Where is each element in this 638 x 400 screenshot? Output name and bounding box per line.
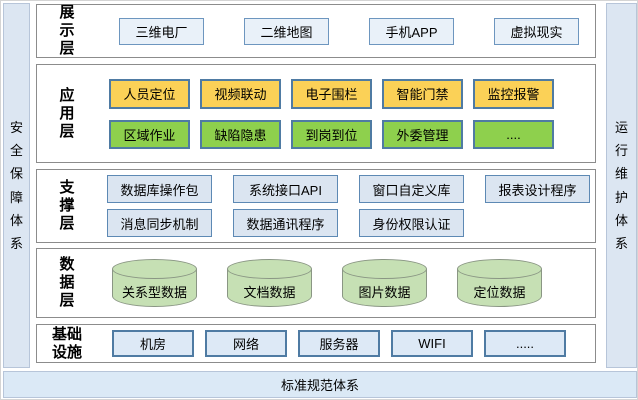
- cylinder-image-data: 图片数据: [342, 259, 427, 307]
- cylinder-top: [342, 259, 427, 279]
- box-outsourcing-mgmt: 外委管理: [382, 119, 463, 149]
- cylinder-relational-data: 关系型数据: [112, 259, 197, 307]
- layer-label-presentation: 展示层: [59, 4, 75, 57]
- box-data-comm-program: 数据通讯程序: [233, 209, 338, 237]
- box-message-sync: 消息同步机制: [107, 209, 212, 237]
- layer-support: 支撑层 数据库操作包 系统接口API 窗口自定义库 报表设计程序 消息同步机制 …: [36, 169, 596, 243]
- layer-infrastructure: 基础设施 机房 网络 服务器 WIFI .....: [36, 324, 596, 363]
- box-system-api: 系统接口API: [233, 175, 338, 203]
- layer-label-data: 数据层: [59, 256, 75, 309]
- infrastructure-row: 机房 网络 服务器 WIFI .....: [97, 330, 595, 357]
- application-row-2: 区域作业 缺陷隐患 到岗到位 外委管理 ....: [97, 119, 595, 149]
- standards-spec-label: 标准规范体系: [280, 378, 359, 393]
- box-smart-access-control: 智能门禁: [382, 78, 463, 109]
- layer-label-support: 支撑层: [59, 179, 75, 232]
- box-more-apps: ....: [473, 119, 554, 149]
- box-database-operation-pkg: 数据库操作包: [107, 175, 212, 203]
- layer-content-support: 数据库操作包 系统接口API 窗口自定义库 报表设计程序 消息同步机制 数据通讯…: [97, 170, 595, 242]
- operation-maintenance-bar: 运行维护体系: [606, 3, 637, 368]
- cylinder-top: [227, 259, 312, 279]
- box-report-designer: 报表设计程序: [485, 175, 590, 203]
- box-area-work: 区域作业: [109, 119, 190, 149]
- box-machine-room: 机房: [112, 330, 194, 357]
- data-row: 关系型数据 文档数据 图片数据 定位数据: [97, 259, 595, 307]
- support-row-2: 消息同步机制 数据通讯程序 身份权限认证: [97, 209, 595, 237]
- layer-presentation: 展示层 三维电厂 二维地图 手机APP 虚拟现实: [36, 4, 596, 58]
- box-defect-hazard: 缺陷隐患: [200, 119, 281, 149]
- layer-content-data: 关系型数据 文档数据 图片数据 定位数据: [97, 249, 595, 317]
- layer-content-infrastructure: 机房 网络 服务器 WIFI .....: [97, 325, 595, 362]
- box-on-duty-in-place: 到岗到位: [291, 119, 372, 149]
- layer-label-application: 应用层: [59, 86, 75, 140]
- box-more-infra: .....: [484, 330, 566, 357]
- cylinder-top: [457, 259, 542, 279]
- box-identity-auth: 身份权限认证: [359, 209, 464, 237]
- box-monitoring-alarm: 监控报警: [473, 78, 554, 109]
- standards-spec-bar: 标准规范体系: [3, 371, 637, 398]
- support-row-1: 数据库操作包 系统接口API 窗口自定义库 报表设计程序: [97, 175, 595, 203]
- box-wifi: WIFI: [391, 330, 473, 357]
- box-window-custom-lib: 窗口自定义库: [359, 175, 464, 203]
- application-row-1: 人员定位 视频联动 电子围栏 智能门禁 监控报警: [97, 78, 595, 109]
- layer-label-infrastructure: 基础设施: [52, 325, 83, 361]
- box-3d-plant: 三维电厂: [119, 17, 204, 45]
- layer-content-presentation: 三维电厂 二维地图 手机APP 虚拟现实: [97, 5, 595, 57]
- security-assurance-bar: 安全保障体系: [3, 3, 30, 368]
- box-personnel-positioning: 人员定位: [109, 78, 190, 109]
- box-2d-map: 二维地图: [244, 17, 329, 45]
- box-server: 服务器: [298, 330, 380, 357]
- box-electronic-fence: 电子围栏: [291, 78, 372, 109]
- cylinder-top: [112, 259, 197, 279]
- box-mobile-app: 手机APP: [369, 17, 454, 45]
- security-assurance-label: 安全保障体系: [10, 120, 24, 251]
- cylinder-location-data: 定位数据: [457, 259, 542, 307]
- box-network: 网络: [205, 330, 287, 357]
- presentation-row: 三维电厂 二维地图 手机APP 虚拟现实: [97, 17, 595, 45]
- layer-data: 数据层 关系型数据 文档数据 图片数据 定位数据: [36, 248, 596, 318]
- box-virtual-reality: 虚拟现实: [494, 17, 579, 45]
- layer-content-application: 人员定位 视频联动 电子围栏 智能门禁 监控报警 区域作业 缺陷隐患 到岗到位 …: [97, 65, 595, 162]
- layer-application: 应用层 人员定位 视频联动 电子围栏 智能门禁 监控报警 区域作业 缺陷隐患 到…: [36, 64, 596, 163]
- operation-maintenance-label: 运行维护体系: [615, 120, 629, 251]
- cylinder-document-data: 文档数据: [227, 259, 312, 307]
- box-video-linkage: 视频联动: [200, 78, 281, 109]
